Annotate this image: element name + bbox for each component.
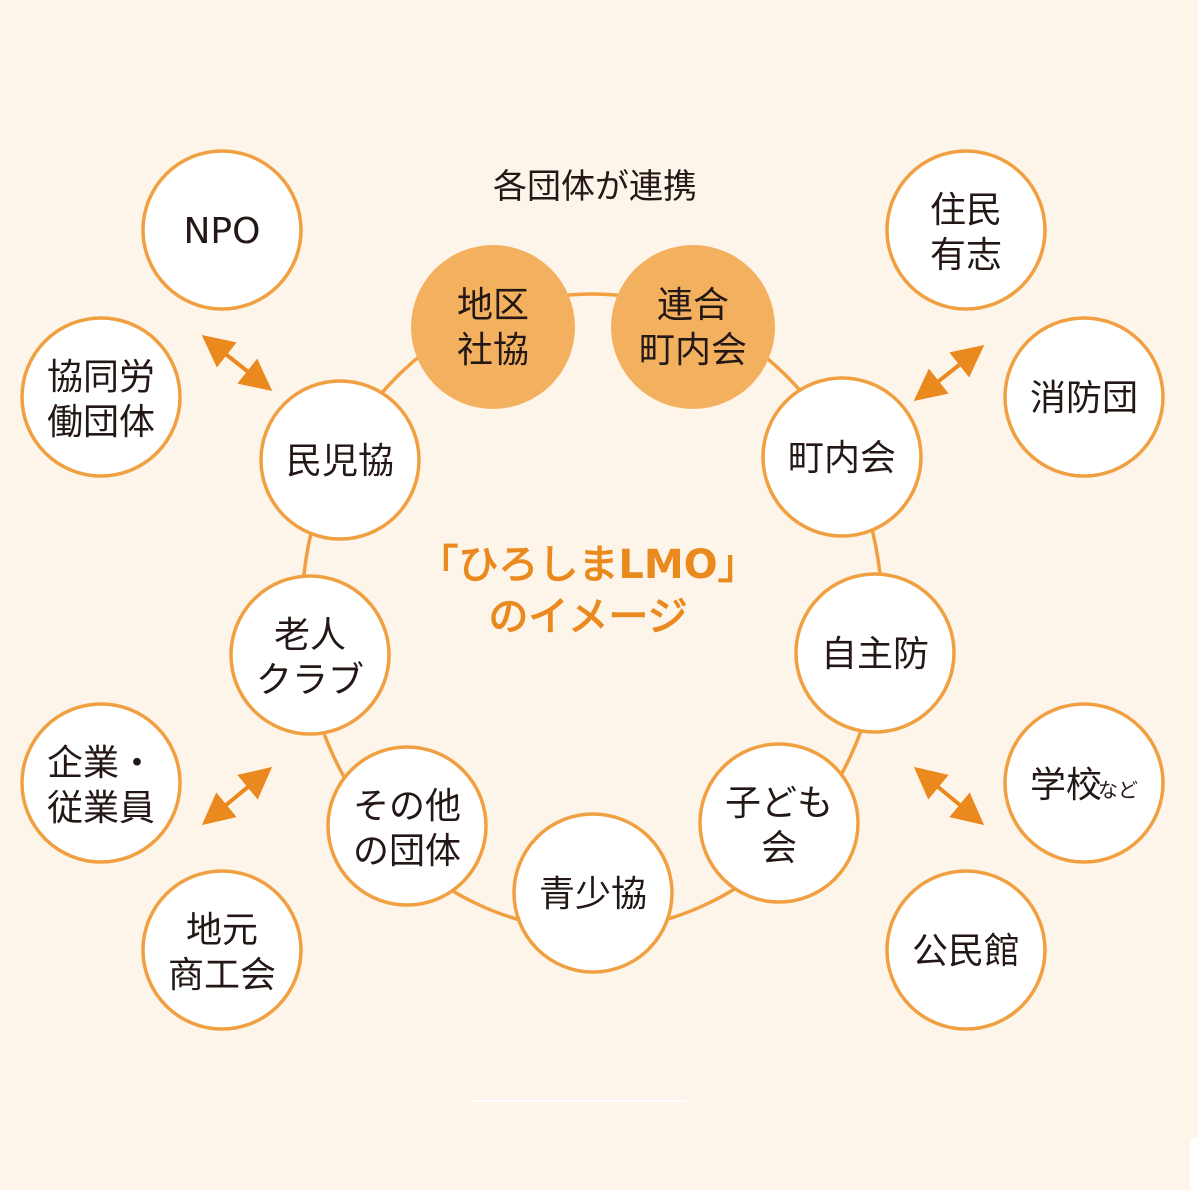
core-node-rengo-chonaikai: 連合 町内会 [611,245,775,409]
double-arrow-icon [913,766,985,826]
center-title: 「ひろしまLMO」 のイメージ [418,542,757,640]
core-node-chiku-shakyo: 地区 社協 [411,245,575,409]
svg-text:企業・: 企業・ [47,743,155,784]
heading: 各団体が連携 [493,167,697,207]
ring-node-chonaikai: 町内会 [761,376,923,538]
svg-text:商工会: 商工会 [168,955,276,996]
svg-text:老人: 老人 [274,615,346,656]
outer-node-companies: 企業・ 従業員 [20,702,182,864]
outer-node-community-hall: 公民館 [885,869,1047,1031]
svg-text:「ひろしまLMO」: 「ひろしまLMO」 [418,542,757,588]
divider [472,1100,687,1102]
svg-text:町内会: 町内会 [639,330,747,371]
svg-text:のイメージ: のイメージ [488,594,687,640]
svg-text:その他: その他 [353,786,461,827]
svg-text:連合: 連合 [657,285,729,326]
svg-text:会: 会 [761,828,797,869]
svg-text:NPO: NPO [184,211,261,252]
svg-text:地区: 地区 [457,285,529,326]
outer-node-schools: 学校 など [1003,702,1165,864]
ring-node-jishubo: 自主防 [794,572,956,734]
svg-text:民児協: 民児協 [286,441,394,482]
ring-node-other-groups: その他 の団体 [326,745,488,907]
edge-strip [1190,1138,1198,1190]
svg-text:協同労: 協同労 [47,357,155,398]
svg-text:子ども: 子ども [725,783,833,824]
svg-text:など: など [1098,778,1138,802]
svg-text:自主防: 自主防 [821,634,929,675]
svg-text:クラブ: クラブ [256,660,364,701]
svg-text:住民: 住民 [930,190,1002,231]
svg-text:有志: 有志 [930,235,1002,276]
svg-text:の団体: の団体 [353,831,461,872]
double-arrow-icon [913,345,985,401]
svg-text:学校: 学校 [1030,765,1102,806]
ring-node-kodomokai: 子ども 会 [698,742,860,904]
ring-node-elderly-club: 老人 クラブ [229,574,391,736]
svg-text:社協: 社協 [457,330,529,371]
outer-node-local-commerce: 地元 商工会 [141,869,303,1031]
ring-node-seishokyo: 青少協 [512,812,674,974]
outer-node-residents: 住民 有志 [885,149,1047,311]
svg-text:消防団: 消防団 [1030,378,1138,419]
svg-text:公民館: 公民館 [912,931,1020,972]
outer-node-fire-brigade: 消防団 [1003,316,1165,478]
double-arrow-icon [201,335,273,391]
outer-node-npo: NPO [141,149,303,311]
svg-text:地元: 地元 [186,910,258,951]
ring-node-minjikyo: 民児協 [259,379,421,541]
svg-text:青少協: 青少協 [539,874,647,915]
double-arrow-icon [201,766,273,826]
svg-text:町内会: 町内会 [788,438,896,479]
svg-text:従業員: 従業員 [47,788,155,829]
svg-text:働団体: 働団体 [47,402,155,443]
outer-node-cooperative: 協同労 働団体 [20,316,182,478]
